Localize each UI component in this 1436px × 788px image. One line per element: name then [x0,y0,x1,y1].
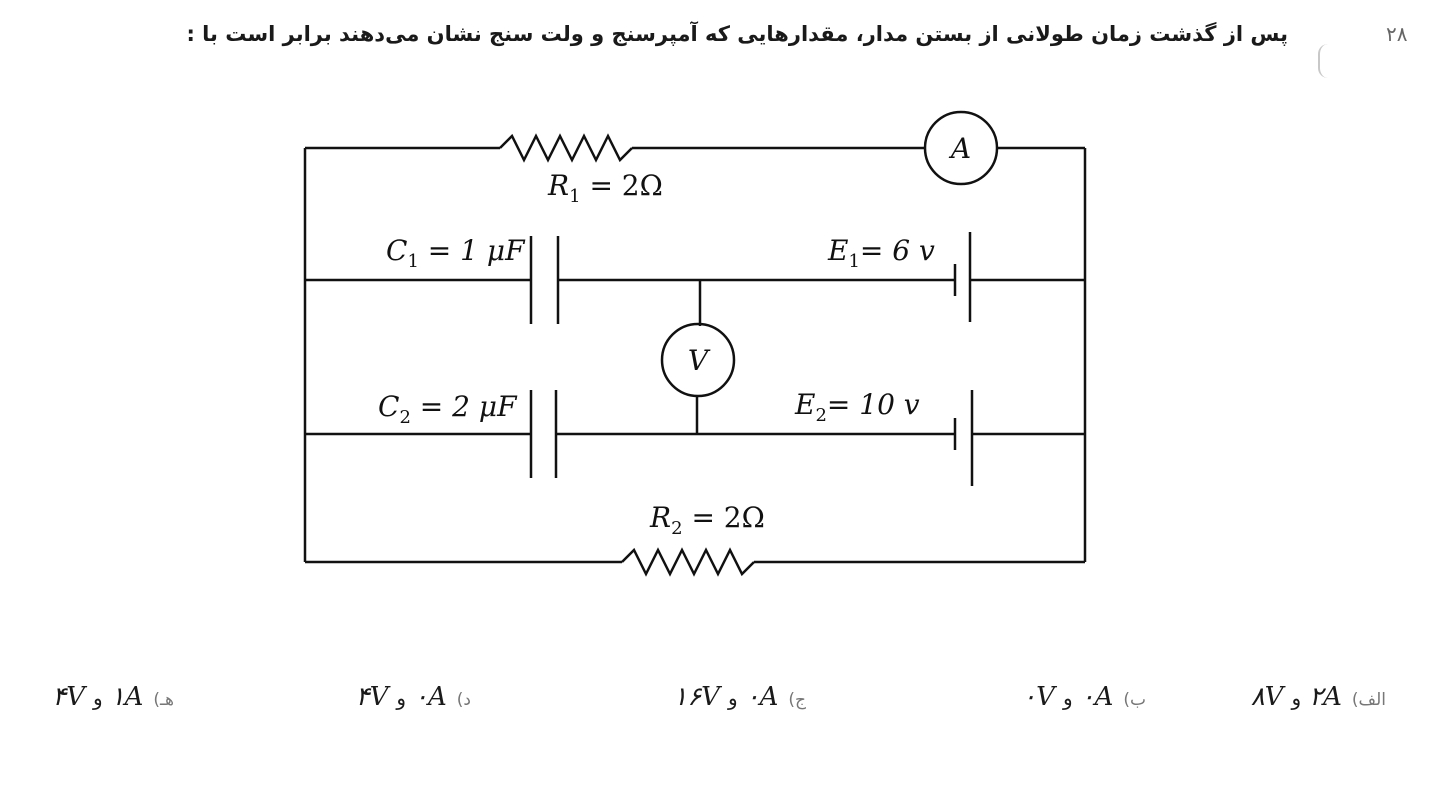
choice-letter: ب) [1123,690,1146,710]
c1-label: C1 = 1 μF [386,234,526,272]
c1-value: = 1 μF [419,234,526,267]
choice-voltage: ۴V [52,682,85,712]
e2-label: E2= 10 v [794,388,920,426]
choice-voltage: ۸V [1250,682,1284,712]
r1-sub: 1 [569,186,580,207]
e1-sub: 1 [848,251,859,272]
choice-joiner: و [93,686,103,710]
choice-current: ۰A [414,682,447,712]
e2-sub: 2 [815,405,826,426]
e1-value: = 6 v [860,234,935,267]
r2-value: = 2Ω [683,501,765,534]
e2-name: E [794,388,815,421]
choice-dal[interactable]: د) ۰A و ۴V [356,682,471,712]
choice-joiner: و [1062,686,1073,710]
question-text: پس از گذشت زمان طولانی از بستن مدار، مقد… [186,22,1288,46]
choice-letter: الف) [1351,690,1386,710]
voltmeter-symbol: V [688,344,711,377]
e1-name: E [827,234,848,267]
choice-joiner: و [727,686,738,710]
choice-be[interactable]: ب) ۰A و ۰V [1022,682,1146,712]
choice-current: ۱A [110,682,144,712]
choice-he[interactable]: هـ) ۱A و ۴V [52,682,174,712]
c1-name: C [386,234,407,267]
question-number: ۲۸ [1386,22,1408,46]
choice-voltage: ۰V [1022,682,1055,712]
e2-value: = 10 v [827,388,920,421]
choice-voltage: ۱۶V [673,682,720,712]
r1-label: R1 = 2Ω [547,169,663,207]
c2-sub: 2 [399,407,410,428]
choice-joiner: و [1291,686,1302,710]
choice-current: ۰A [745,682,779,712]
choice-letter: هـ) [153,690,174,710]
c1-sub: 1 [407,251,418,272]
choice-current: ۰A [1080,682,1114,712]
c2-name: C [378,390,399,423]
choice-letter: د) [456,690,471,710]
c2-value: = 2 μF [411,390,518,423]
r2-label: R2 = 2Ω [649,501,765,539]
r1-value: = 2Ω [581,169,663,202]
margin-bracket [1318,44,1330,78]
r1-name: R [547,169,569,202]
e1-label: E1= 6 v [827,234,935,272]
choice-voltage: ۴V [355,682,389,712]
choice-alef[interactable]: الف) ۲A و ۸V [1251,682,1386,712]
ammeter-symbol: A [948,132,971,165]
choice-letter: ج) [788,690,806,710]
c2-label: C2 = 2 μF [378,390,518,428]
r1-resistor [499,133,633,163]
r2-resistor [621,547,755,577]
r2-name: R [649,501,671,534]
choice-current: ۲A [1309,682,1342,712]
r2-sub: 2 [671,518,682,539]
choice-jim[interactable]: ج) ۰A و ۱۶V [673,682,806,712]
choice-joiner: و [396,686,407,710]
